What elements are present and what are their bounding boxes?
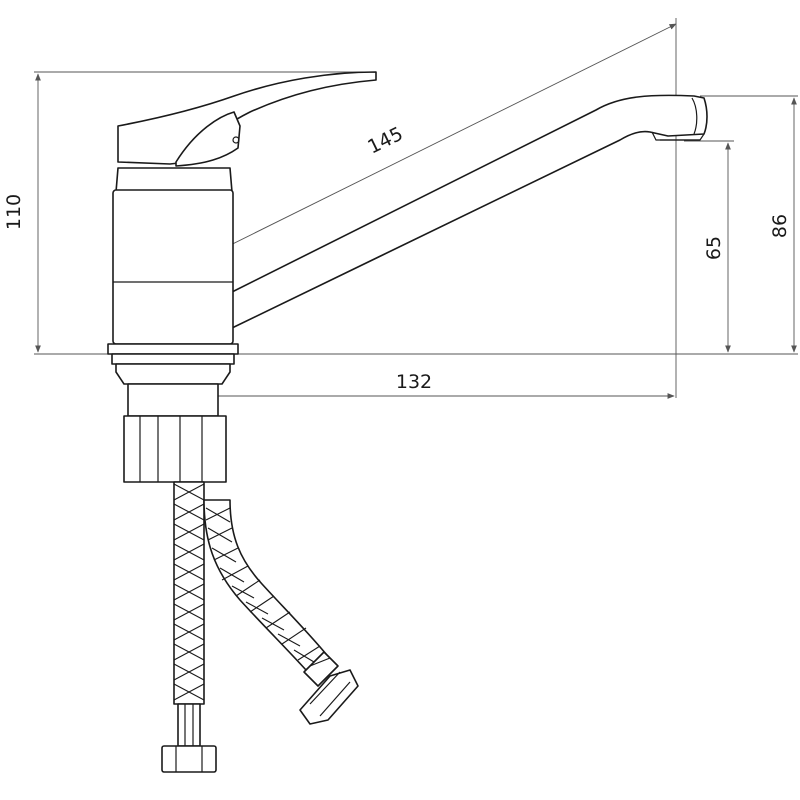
mounting-assembly	[111, 353, 235, 483]
faucet-body	[107, 167, 239, 355]
dimension-label-110: 110	[3, 194, 25, 230]
dimension-spout-top-height: 86	[700, 95, 798, 353]
dimension-label-132: 132	[396, 371, 432, 393]
dimension-outlet-height: 65	[230, 140, 798, 355]
dimension-spout-reach: 132	[175, 246, 675, 404]
faucet-lever-handle	[117, 71, 377, 167]
supply-hose-straight	[161, 481, 217, 773]
dimension-label-65: 65	[703, 236, 725, 260]
supply-hose-bent	[203, 499, 359, 725]
dimension-label-145: 145	[364, 123, 406, 159]
dimension-label-86: 86	[769, 214, 791, 238]
dimension-spout-length: 145	[175, 18, 677, 398]
faucet-spout	[231, 94, 708, 329]
